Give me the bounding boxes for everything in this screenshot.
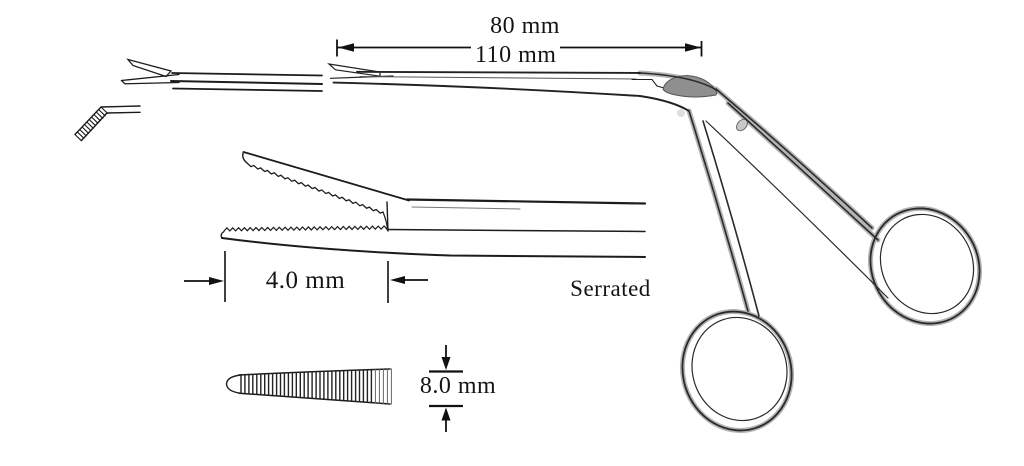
tip-arrow-up-icon [442, 408, 451, 421]
jaw-texture-label: Serrated [543, 276, 678, 302]
lower-ring-outer [667, 297, 807, 445]
jaw-detail-enlarged [221, 152, 645, 257]
far-shank-lower-edge [728, 103, 878, 240]
shaft-top-edge [357, 72, 640, 73]
jaw-arrow-left-icon [209, 277, 224, 285]
angled-tip-edge-2 [82, 112, 141, 140]
overall-length-label: 110 mm [471, 42, 560, 69]
jaw-top-view [227, 369, 392, 404]
detail-jaw-joint-line [387, 202, 388, 231]
jaw-length-label: 4.0 mm [238, 267, 373, 295]
tip-lower-blade-top [122, 75, 180, 81]
shank-inner-line [706, 121, 888, 298]
hinge-step [632, 80, 666, 89]
tip-width-label: 8.0 mm [399, 373, 517, 400]
detail-upper-shaft-edge [407, 200, 645, 204]
detail-lower-jaw-serration [224, 226, 387, 231]
detached-tip-side-view [122, 60, 323, 92]
shaft-bottom-edge [334, 83, 690, 111]
taper-hatching-light [375, 369, 391, 404]
near-shank-right-edge [703, 121, 759, 316]
angled-tip-hatching [75, 107, 108, 141]
working-length-label: 80 mm [455, 13, 595, 40]
tip-arrow-down-icon [442, 357, 451, 370]
hinge-pin [677, 109, 685, 117]
detached-tip-angled-view [75, 106, 140, 141]
arrow-left-icon [338, 43, 354, 52]
tip-upper-blade [128, 60, 171, 77]
tip-shaft-line-1 [172, 73, 322, 76]
jaw-upper-blade [329, 64, 380, 76]
detail-lower-shaft-edge [387, 230, 645, 232]
arrow-right-icon [685, 43, 701, 52]
detail-upper-jaw-serration [247, 163, 383, 213]
upper-ring-inner [863, 197, 992, 330]
shaft-mid-line [360, 77, 636, 80]
tip-shaft-line-2 [171, 81, 322, 84]
detail-upper-shaft-shade [412, 207, 520, 209]
taper-left-cap [227, 375, 242, 393]
tip-shaft-line-3 [173, 89, 322, 92]
detail-bottom-edge [222, 238, 645, 257]
jaw-arrow-right-icon [390, 276, 405, 284]
detail-lower-jaw-tip [221, 232, 224, 239]
